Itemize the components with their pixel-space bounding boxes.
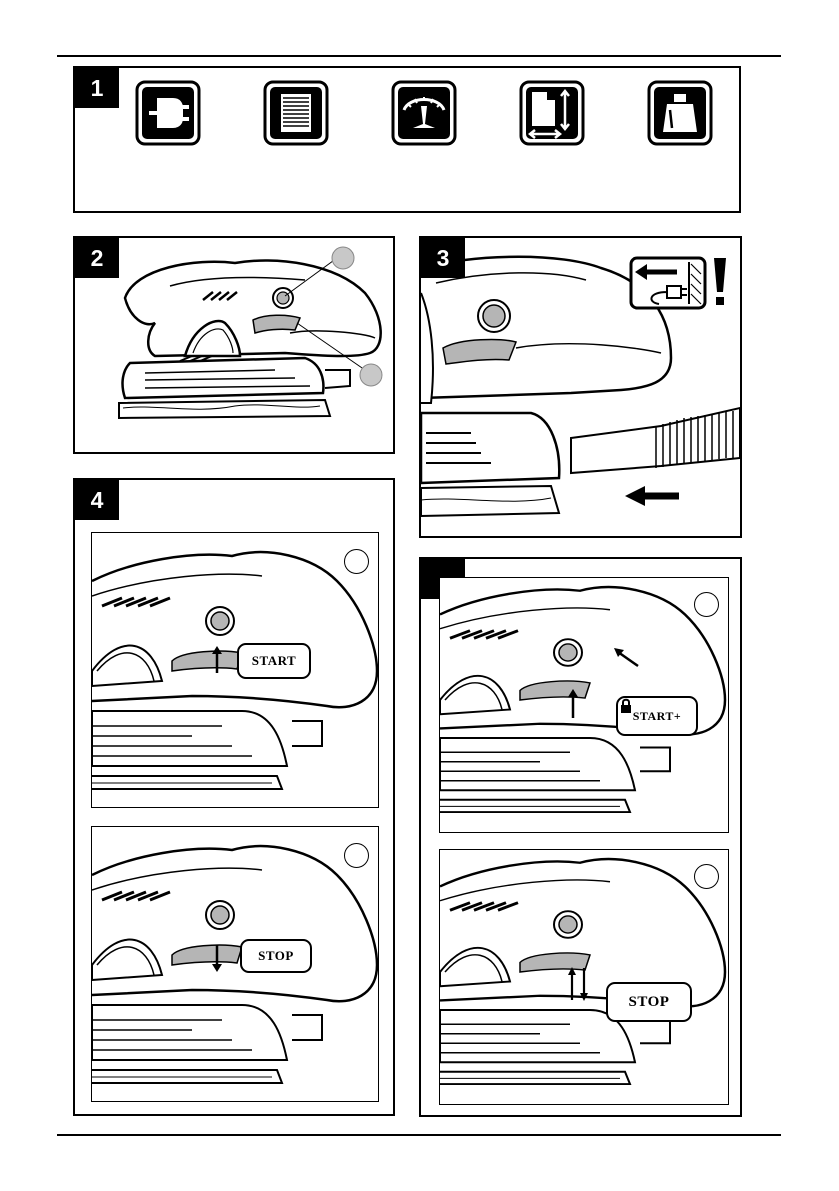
warning-exclamation-icon — [711, 256, 729, 308]
figure-5-panel: START+ STOP — [419, 557, 742, 1117]
plug-icon — [135, 80, 201, 146]
figure-5-start-lock-step: START+ — [439, 577, 729, 833]
figure-4-stop-step: STOP — [91, 826, 379, 1102]
step-marker — [344, 843, 369, 868]
sanding-pad-icon — [263, 80, 329, 146]
figure-2-panel: 2 — [73, 236, 395, 454]
figure-number: 1 — [75, 68, 119, 108]
arrow-up-down-icon — [566, 966, 590, 1002]
sander-side-illustration — [75, 238, 393, 452]
arrow-down-icon — [210, 943, 224, 973]
footer-rule — [57, 1134, 781, 1136]
arrow-press-lock-icon — [610, 646, 640, 668]
figure-number: 4 — [75, 480, 119, 520]
figure-4-panel: 4 START STOP — [73, 478, 395, 1116]
step-marker — [694, 864, 719, 889]
figure-1-panel: 1 — [73, 66, 741, 213]
arrow-up-icon — [566, 688, 580, 720]
padlock-icon — [620, 698, 632, 713]
dimensions-icon — [519, 80, 585, 146]
step-marker — [344, 549, 369, 574]
step-marker — [694, 592, 719, 617]
speed-gauge-icon — [391, 80, 457, 146]
stop-label: STOP — [240, 939, 312, 973]
start-lock-text: START+ — [633, 709, 682, 724]
arrow-up-icon — [210, 645, 224, 675]
figure-4-start-step: START — [91, 532, 379, 808]
figure-3-panel: 3 — [419, 236, 742, 538]
header-rule — [57, 55, 781, 57]
figure-5-stop-step: STOP — [439, 849, 729, 1105]
unplug-warning-icon — [629, 256, 709, 310]
start-label: START — [237, 643, 311, 679]
figure-number: 3 — [421, 238, 465, 278]
weight-icon — [647, 80, 713, 146]
stop-label: STOP — [606, 982, 692, 1022]
start-lock-label: START+ — [616, 696, 698, 736]
